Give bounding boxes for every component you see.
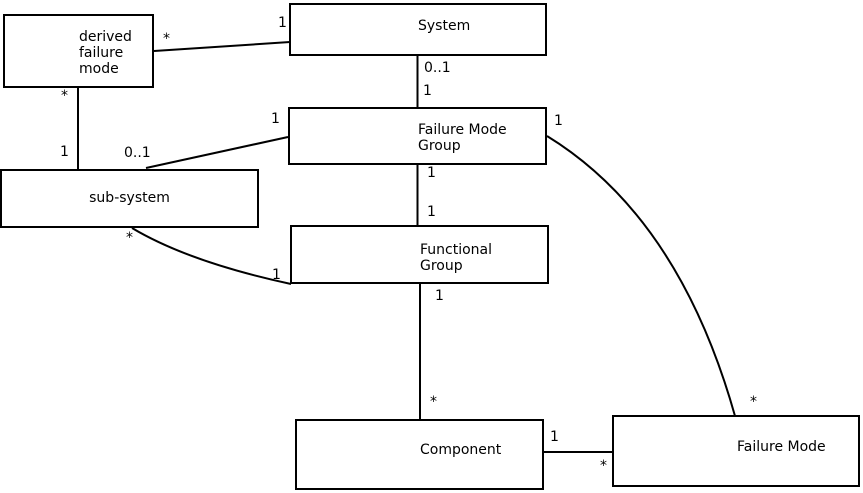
class-label-functional-group: Functional Group <box>420 242 493 274</box>
class-box-failure-mode-group: Failure Mode Group <box>288 107 547 165</box>
multiplicity-component-end: 1 <box>550 429 559 445</box>
multiplicity-component-end: * <box>430 394 437 410</box>
class-box-component: Component <box>295 419 544 490</box>
association-sub-system-functional-group <box>131 227 292 285</box>
multiplicity-sub-system-end: 0..1 <box>124 145 151 161</box>
class-label-failure-mode: Failure Mode <box>737 439 826 455</box>
class-box-sub-system: sub-system <box>0 169 259 228</box>
class-box-functional-group: Functional Group <box>290 225 549 284</box>
multiplicity-failure-mode-end: * <box>600 458 607 474</box>
multiplicity-sub-system-end: * <box>126 230 133 246</box>
multiplicity-functional-group-end: 1 <box>427 204 436 220</box>
association-failure-mode-group-failure-mode <box>546 135 736 417</box>
class-label-system: System <box>418 18 471 34</box>
multiplicity-sub-system-end: 1 <box>60 144 69 160</box>
multiplicity-derived-failure-mode-end: * <box>61 88 68 104</box>
multiplicity-system-end: 1 <box>278 15 287 31</box>
class-label-sub-system: sub-system <box>89 190 170 206</box>
class-label-component: Component <box>420 442 502 458</box>
class-label-failure-mode-group: Failure Mode Group <box>418 122 507 154</box>
class-box-derived-failure-mode: derived failure mode <box>3 14 154 88</box>
multiplicity-functional-group-end: 1 <box>435 288 444 304</box>
class-label-derived-failure-mode: derived failure mode <box>79 29 132 77</box>
class-box-system: System <box>289 3 547 56</box>
multiplicity-failure-mode-group-end: 1 <box>427 165 436 181</box>
multiplicity-functional-group-end: 1 <box>272 267 281 283</box>
association-derived-failure-mode-system <box>153 41 291 52</box>
multiplicity-derived-failure-mode-end: * <box>163 31 170 47</box>
multiplicity-system-end: 0..1 <box>424 60 451 76</box>
multiplicity-failure-mode-group-end: 1 <box>554 113 563 129</box>
multiplicity-failure-mode-end: * <box>750 394 757 410</box>
multiplicity-failure-mode-group-end: 1 <box>423 83 432 99</box>
multiplicity-failure-mode-group-end: 1 <box>271 111 280 127</box>
class-box-failure-mode: Failure Mode <box>612 415 860 487</box>
association-failure-mode-group-sub-system <box>145 136 289 169</box>
